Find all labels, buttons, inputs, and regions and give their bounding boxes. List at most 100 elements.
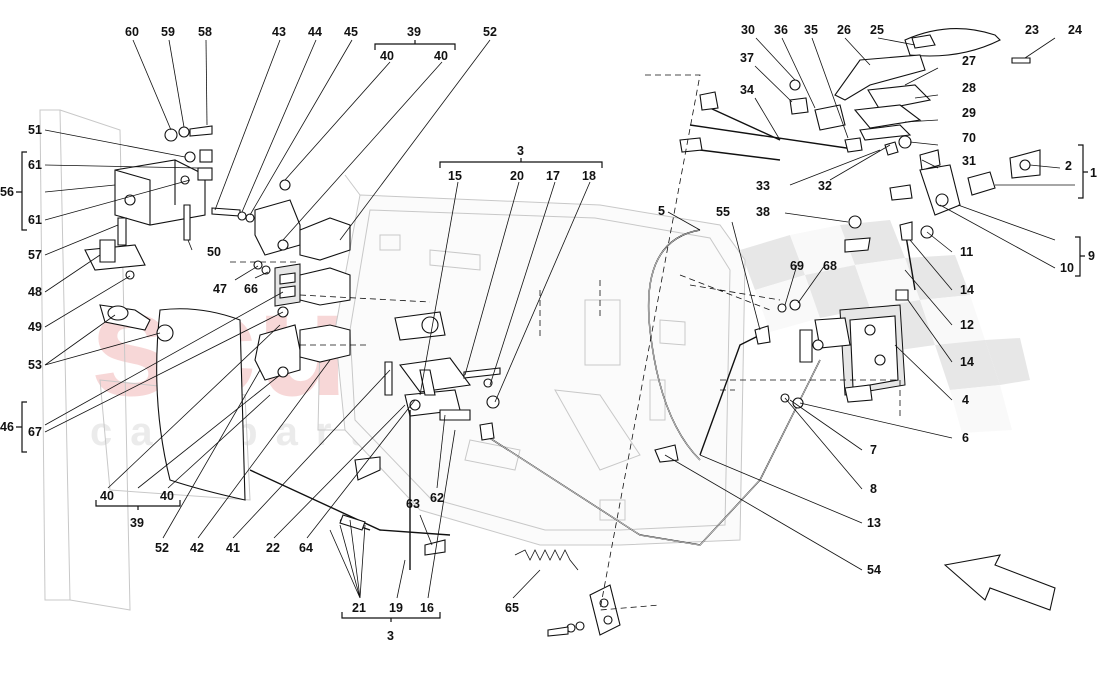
callout-14-a: 14 [960,283,974,297]
callout-53: 53 [28,358,42,372]
door-check-cover [156,308,246,501]
callout-47: 47 [213,282,227,296]
explode-lines [230,74,901,611]
callout-30: 30 [741,23,755,37]
callout-26: 26 [837,23,851,37]
callout-3-bottom: 3 [387,629,394,643]
callout-24: 24 [1068,23,1082,37]
callout-60: 60 [125,25,139,39]
callout-15: 15 [448,169,462,183]
callout-56: 56 [0,185,14,199]
callout-39-bottom: 39 [130,516,144,530]
callout-52-top: 52 [483,25,497,39]
callout-27: 27 [962,54,976,68]
callout-40-d: 40 [160,489,174,503]
door-hinge-brackets [299,217,351,363]
callout-37: 37 [740,51,754,65]
callout-20: 20 [510,169,524,183]
callout-70: 70 [962,131,976,145]
door-panel-outline [39,109,746,611]
callout-69: 69 [790,259,804,273]
callout-50: 50 [207,245,221,259]
callout-17: 17 [546,169,560,183]
callout-29: 29 [962,106,976,120]
door-check-strap [99,304,174,342]
lower-hinge-bracket [84,239,146,280]
callout-36: 36 [774,23,788,37]
callout-18: 18 [582,169,596,183]
callout-49: 49 [28,320,42,334]
callout-10: 10 [1060,261,1074,275]
callout-58: 58 [198,25,212,39]
callout-40-b: 40 [434,49,448,63]
callout-55: 55 [716,205,730,219]
direction-arrow [943,554,1056,611]
callout-1: 1 [1090,166,1097,180]
callout-57: 57 [28,248,42,262]
hinge-shims-46 [274,263,301,307]
callout-42: 42 [190,541,204,555]
callout-33: 33 [756,179,770,193]
callout-19: 19 [389,601,403,615]
callout-52-bottom: 52 [155,541,169,555]
callout-61-a: 61 [28,158,42,172]
callout-25: 25 [870,23,884,37]
exterior-handle-assembly [679,28,1031,171]
callout-3-top: 3 [517,144,524,158]
callout-34: 34 [740,83,754,97]
lock-clip-38 [844,215,871,253]
callout-43: 43 [272,25,286,39]
lower-lock-striker [547,584,621,637]
outer-handle-lever-55 [754,325,771,345]
callout-22: 22 [266,541,280,555]
callout-64: 64 [299,541,313,555]
lock-cylinder-assembly [889,149,1041,239]
callout-62: 62 [430,491,444,505]
callout-39-top: 39 [407,25,421,39]
callout-48: 48 [28,285,42,299]
callout-labels: 60 59 58 43 44 45 39 40 40 52 51 61 56 6… [0,23,1097,643]
callout-11: 11 [960,245,973,259]
callout-31: 31 [962,154,976,168]
callout-65: 65 [505,601,519,615]
callout-14-b: 14 [960,355,974,369]
callout-54: 54 [867,563,881,577]
callout-6: 6 [962,431,969,445]
callout-44: 44 [308,25,322,39]
callout-35: 35 [804,23,818,37]
callout-67: 67 [28,425,42,439]
cables-and-rods [249,107,916,570]
checkered-flag-watermark [740,220,1030,433]
callout-28: 28 [962,81,976,95]
door-lock-assembly [777,299,906,409]
callout-2: 2 [1065,159,1072,173]
callout-41: 41 [226,541,240,555]
return-spring [514,549,579,571]
callout-63: 63 [406,497,420,511]
callout-59: 59 [161,25,175,39]
callout-61-b: 61 [28,213,42,227]
hinge-bolts-58-60 [117,125,213,246]
leader-lines [44,37,1075,599]
callout-40-a: 40 [380,49,394,63]
callout-12: 12 [960,318,974,332]
callout-7: 7 [870,443,877,457]
inner-handle-mechanism [354,311,501,556]
callout-68: 68 [823,259,837,273]
callout-21: 21 [352,601,366,615]
callout-5: 5 [658,204,665,218]
callout-13: 13 [867,516,881,530]
callout-32: 32 [818,179,832,193]
callout-45: 45 [344,25,358,39]
callout-66: 66 [244,282,258,296]
callout-8: 8 [870,482,877,496]
callout-51: 51 [28,123,42,137]
callout-40-c: 40 [100,489,114,503]
callout-23: 23 [1025,23,1039,37]
callout-16: 16 [420,601,434,615]
group-braces [16,40,1088,622]
callout-4: 4 [962,393,969,407]
callout-38: 38 [756,205,770,219]
callout-9: 9 [1088,249,1095,263]
